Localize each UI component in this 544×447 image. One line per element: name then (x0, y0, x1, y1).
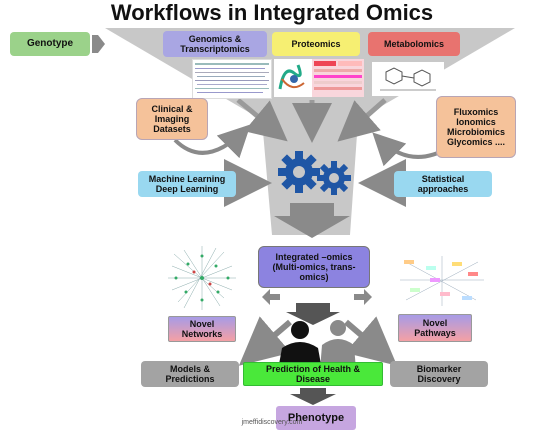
arrow-metabolomics-to-gears (337, 98, 387, 142)
novel-networks-label: Novel Networks (181, 319, 223, 339)
genomics-box: Genomics & Transcriptomics (163, 31, 267, 57)
genotype-box: Genotype (10, 32, 90, 56)
other-omics-box: Fluxomics Ionomics Microbiomics Glycomic… (436, 96, 516, 158)
models-label: Models & Predictions (165, 364, 215, 384)
proteomics-table-image (312, 59, 364, 97)
arrow-to-biomarker (344, 316, 398, 366)
genomics-label: Genomics & Transcriptomics (180, 34, 250, 54)
genotype-label: Genotype (26, 38, 74, 49)
genotype-arrow (92, 35, 105, 53)
metabolomics-box: Metabolomics (368, 32, 460, 56)
down-arrow-integration (286, 303, 340, 325)
arrow-genomics-to-gears (236, 98, 288, 142)
statistical-label: Statistical approaches (417, 174, 469, 194)
clinical-box: Clinical & Imaging Datasets (136, 98, 208, 140)
proteomics-box: Proteomics (272, 32, 360, 56)
proteomics-label: Proteomics (291, 39, 341, 49)
machine-learning-label: Machine Learning Deep Learning (148, 174, 226, 194)
phenotype-box: Phenotype (276, 406, 356, 430)
clinical-label: Clinical & Imaging Datasets (151, 104, 193, 134)
integrated-omics-label: Integrated –omics (Multi-omics, trans-om… (272, 252, 356, 282)
curve-arrow-clinical (173, 124, 251, 159)
models-box: Models & Predictions (141, 361, 239, 387)
novel-pathways-box: Novel Pathways (398, 314, 472, 342)
down-arrow-main (274, 203, 350, 238)
novel-networks-box: Novel Networks (168, 316, 236, 342)
arrow-to-pathways (354, 289, 372, 305)
arrow-to-models (238, 316, 292, 366)
biomarker-label: Biomarker Discovery (416, 364, 462, 384)
pathway-map-image (396, 252, 488, 310)
genomics-heatmap-image (192, 59, 272, 99)
arrow-to-phenotype (290, 388, 336, 405)
integrated-omics-box: Integrated –omics (Multi-omics, trans-om… (258, 246, 370, 288)
network-graph-image (164, 242, 240, 314)
biomarker-box: Biomarker Discovery (390, 361, 488, 387)
arrow-to-networks (262, 289, 280, 305)
protein-structure-image (274, 59, 312, 97)
chemical-structure-image (372, 62, 444, 96)
gears-icon (278, 151, 351, 195)
machine-learning-box: Machine Learning Deep Learning (138, 171, 236, 197)
phenotype-label: Phenotype (287, 412, 345, 424)
metabolomics-label: Metabolomics (383, 39, 444, 49)
prediction-label: Prediction of Health & Disease (265, 364, 360, 384)
novel-pathways-label: Novel Pathways (414, 318, 456, 338)
statistical-box: Statistical approaches (394, 171, 492, 197)
page-title: Workflows in Integrated Omics (110, 0, 434, 25)
other-omics-label: Fluxomics Ionomics Microbiomics Glycomic… (446, 107, 506, 147)
watermark: jmeffidiscovery.com (241, 419, 303, 426)
prediction-box: Prediction of Health & Disease (243, 362, 383, 386)
